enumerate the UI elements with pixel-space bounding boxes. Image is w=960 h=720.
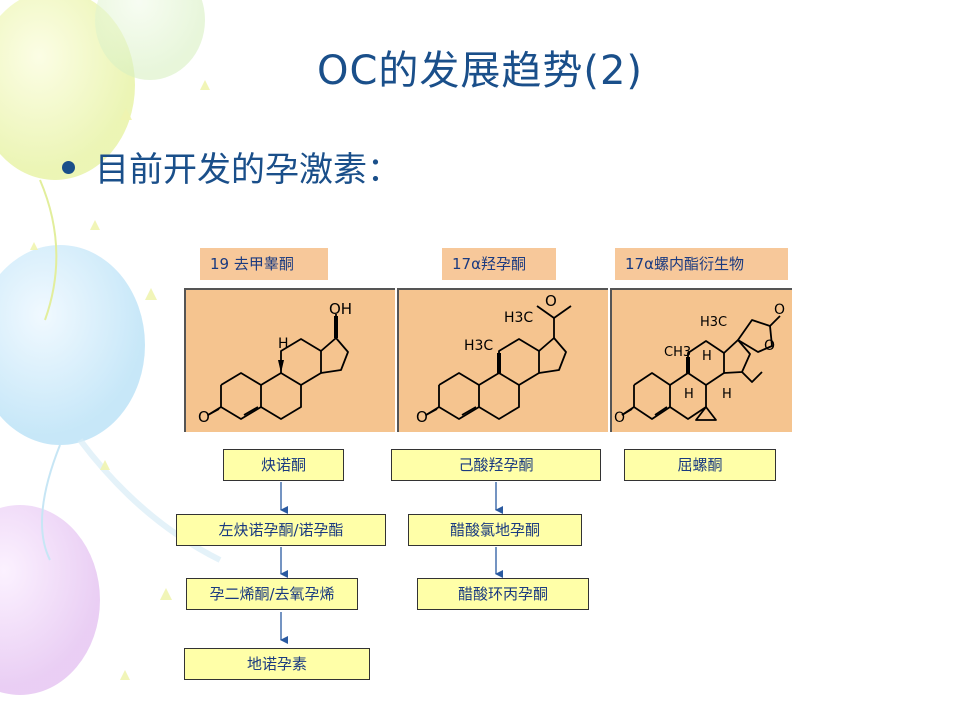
atom-o-ketone: O: [545, 292, 557, 310]
atom-h-3: H: [722, 387, 732, 402]
structure-label-1: 19 去甲睾酮: [200, 248, 328, 280]
atom-ch3: CH3: [664, 345, 691, 360]
flow-box-levonorgestrel: 左炔诺孕酮/诺孕酯: [176, 514, 386, 546]
bullet-dot-icon: [62, 161, 75, 174]
bullet-item: 目前开发的孕激素：: [62, 142, 401, 191]
flow-box-norethisterone: 炔诺酮: [223, 449, 344, 481]
atom-o-1: O: [774, 302, 785, 318]
atom-h-2: H: [684, 387, 694, 402]
flow-box-dienogest: 地诺孕素: [184, 648, 370, 680]
structure-panel-1: OH H O: [184, 288, 395, 432]
structure-label-2: 17α羟孕酮: [442, 248, 556, 280]
atom-o-3: O: [614, 410, 625, 426]
atom-o: O: [416, 408, 428, 426]
flow-box-gestodene: 孕二烯酮/去氧孕烯: [186, 578, 358, 610]
flow-box-drospirenone: 屈螺酮: [624, 449, 776, 481]
atom-h-1: H: [702, 349, 712, 364]
atom-oh: OH: [329, 300, 352, 318]
atom-h3c-top: H3C: [504, 310, 533, 326]
atom-h3c: H3C: [700, 315, 727, 330]
atom-o: O: [198, 408, 210, 426]
flow-box-cyproterone-acetate: 醋酸环丙孕酮: [417, 578, 589, 610]
atom-h: H: [278, 336, 289, 352]
steroid-structure-1: OH H O: [198, 300, 352, 426]
page-title: OC的发展趋势(2): [316, 48, 644, 94]
atom-h3c-ring: H3C: [464, 338, 493, 354]
bullet-text: 目前开发的孕激素：: [95, 150, 401, 190]
atom-o-2: O: [764, 338, 775, 354]
structure-panel-2: H3C H3C O O: [397, 288, 608, 432]
structure-panel-3: H3C CH3 H H H O O O: [610, 288, 792, 432]
steroid-structure-2: H3C H3C O O: [416, 292, 572, 426]
structure-label-3: 17α螺内酯衍生物: [615, 248, 788, 280]
flow-box-chlormadinone-acetate: 醋酸氯地孕酮: [408, 514, 582, 546]
flow-box-hydroxyprogesterone-caproate: 己酸羟孕酮: [391, 449, 601, 481]
steroid-structure-3: H3C CH3 H H H O O O: [614, 302, 785, 426]
